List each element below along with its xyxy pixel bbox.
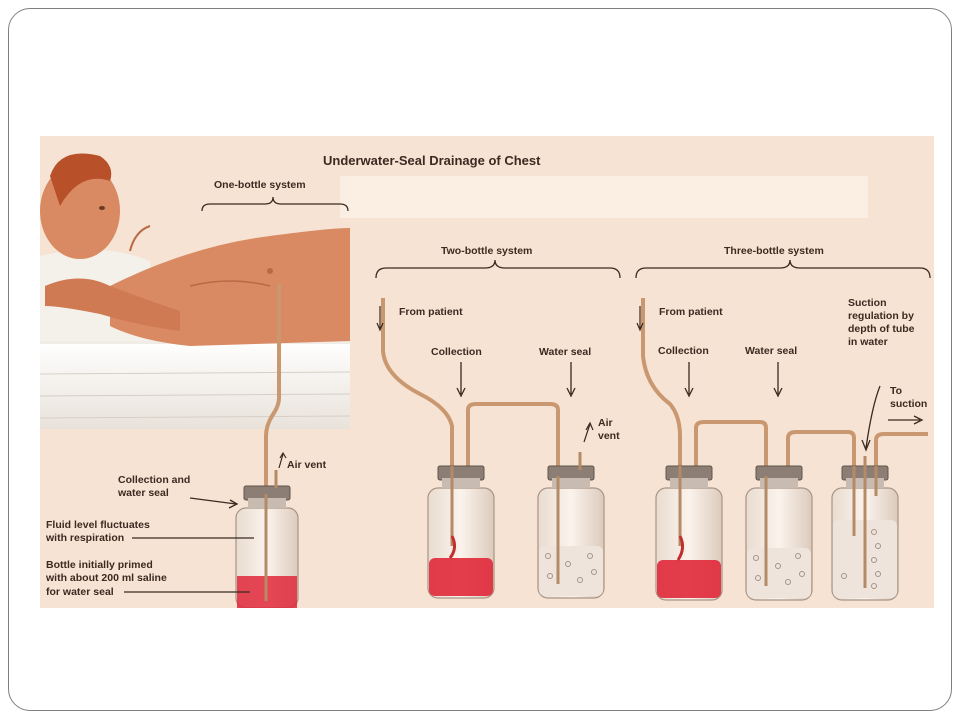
one-bottle-tube <box>264 284 281 494</box>
one-bottle-air-vent-label: Air vent <box>287 459 327 471</box>
three-bottle-water-seal-label: Water seal <box>745 345 797 357</box>
title-band <box>340 176 868 218</box>
suction-regulation-label-3: depth of tube <box>848 323 915 335</box>
three-bottle-system: Three-bottle system From patient Collect… <box>635 245 931 601</box>
to-suction-label-1: To <box>890 385 902 397</box>
one-bottle-system: One-bottle system Air vent Collection an… <box>45 179 349 608</box>
three-bottle-from-patient: From patient <box>659 306 723 318</box>
fluid-fluctuates-label-1: Fluid level fluctuates <box>46 519 150 531</box>
figure-title: Underwater-Seal Drainage of Chest <box>323 153 541 168</box>
patient-illustration <box>40 153 351 429</box>
two-bottle-system: Two-bottle system From patient Collectio… <box>375 245 621 599</box>
three-bottle-collection-label: Collection <box>658 345 709 357</box>
two-bottle-collection-fluid <box>429 558 493 596</box>
to-suction-label-2: suction <box>890 398 927 410</box>
two-bottle-water-seal-label: Water seal <box>539 346 591 358</box>
bottle-primed-label-2: with about 200 ml saline <box>45 572 167 584</box>
two-bottle-air-vent-label-2: vent <box>598 430 620 442</box>
bottle-primed-label-1: Bottle initially primed <box>46 559 153 571</box>
one-bottle-collection-label-1: Collection and <box>118 474 190 486</box>
one-bottle-heading: One-bottle system <box>214 179 306 191</box>
bottle-primed-label-3: for water seal <box>46 586 114 598</box>
two-bottle-collection-label: Collection <box>431 346 482 358</box>
three-bottle-heading: Three-bottle system <box>724 245 824 257</box>
two-bottle-air-vent-label-1: Air <box>598 417 613 429</box>
three-bottle-collection-fluid <box>657 560 721 598</box>
suction-regulation-label-1: Suction <box>848 297 887 309</box>
two-bottle-patient-tube <box>381 298 454 466</box>
two-bottle-heading: Two-bottle system <box>441 245 532 257</box>
two-bottle-from-patient: From patient <box>399 306 463 318</box>
three-bottle-patient-tube <box>641 298 682 466</box>
one-bottle-collection-label-2: water seal <box>117 487 169 499</box>
drainage-figure: Underwater-Seal Drainage of Chest One-bo… <box>40 136 934 608</box>
fluid-fluctuates-label-2: with respiration <box>45 532 124 544</box>
suction-regulation-label-4: in water <box>848 336 888 348</box>
suction-regulation-label-2: regulation by <box>848 310 914 322</box>
